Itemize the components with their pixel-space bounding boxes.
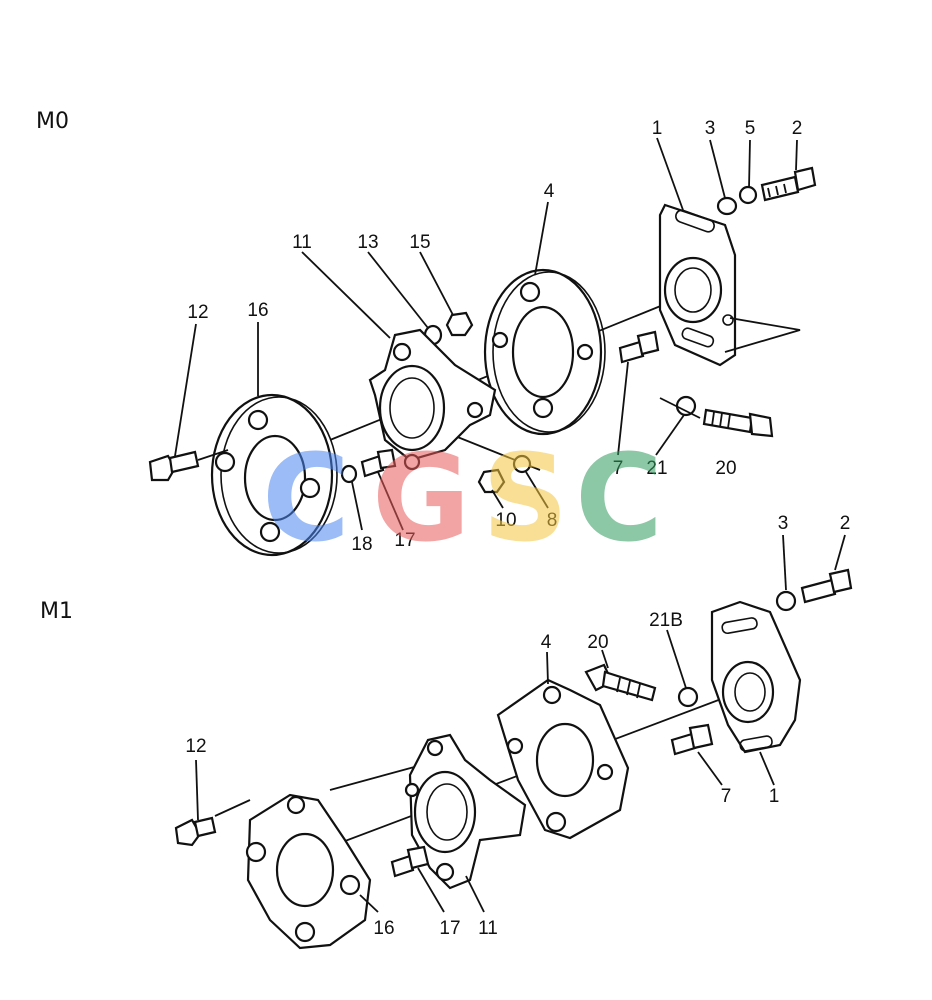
m1-callout-11: 11: [478, 918, 498, 939]
m0-callout-5: 5: [745, 118, 756, 139]
m0-part-3-washer: [716, 196, 738, 216]
m0-callout-7: 7: [613, 458, 624, 479]
m0-callout-21: 21: [646, 458, 667, 479]
m1-callout-2: 2: [840, 513, 851, 534]
m1-part-12-bolt: [174, 816, 217, 847]
m0-part-1-bracket: [658, 203, 801, 367]
m1-callout-17: 17: [439, 918, 460, 939]
m1-part-7-bolt: [670, 723, 714, 756]
m0-part-8-washer: [512, 454, 532, 474]
m0-callout-16: 16: [247, 300, 268, 321]
m0-part-10-nut: [477, 468, 506, 494]
m1-part-2-bolt: [800, 568, 853, 604]
m0-callout-20: 20: [715, 458, 736, 479]
m0-callout-3: 3: [705, 118, 716, 139]
m1-callouts: 3 2 21B 20 4 12 7 1 16 17 11: [185, 513, 850, 939]
m0-callout-17: 17: [394, 530, 415, 551]
m0-part-20-bolt: [659, 397, 774, 438]
m0-leader-lines: [174, 137, 798, 531]
m1-part-11-housing: [404, 733, 527, 890]
m0-part-17-bolt: [360, 448, 397, 478]
m0-part-16-flange-plate: [210, 393, 338, 557]
m1-callout-4: 4: [541, 632, 552, 653]
m1-part-20-bolt: [584, 663, 657, 702]
m1-callout-3: 3: [778, 513, 789, 534]
m1-part-4-flange: [496, 678, 630, 840]
watermark-letter-s: S: [482, 430, 568, 569]
m0-callout-2: 2: [792, 118, 803, 139]
watermark-letter-c1: C: [262, 430, 350, 569]
m1-callout-21b: 21B: [649, 610, 683, 631]
m1-callout-7: 7: [721, 786, 732, 807]
m1-leader-lines: [195, 534, 846, 913]
section-label-m1: M1: [40, 599, 73, 624]
m0-callout-4: 4: [544, 181, 555, 202]
m0-callouts: 1 3 5 2 4 11 13 15 12 16 7 21 20 18 17 1…: [187, 118, 802, 555]
m1-assembly: [174, 534, 853, 950]
m1-part-1-bracket: [710, 600, 802, 754]
m0-callout-13: 13: [357, 232, 378, 253]
m0-part-5-washer: [738, 185, 758, 205]
m1-part-17-bolt: [390, 845, 430, 878]
m0-callout-12: 12: [187, 302, 208, 323]
section-label-m0: M0: [36, 109, 69, 134]
watermark-letter-c2: C: [575, 430, 663, 569]
cgsc-watermark: C G S C: [262, 430, 663, 569]
m0-part-11-housing: [368, 328, 497, 471]
m0-assembly: [148, 137, 817, 557]
m1-part-21b-washer: [677, 686, 699, 708]
m1-callout-20: 20: [587, 632, 608, 653]
m0-part-18-washer: [340, 464, 358, 484]
m1-part-3-washer: [775, 590, 797, 612]
watermark-letter-g: G: [372, 430, 471, 569]
m1-callout-16: 16: [373, 918, 394, 939]
m0-part-2-bolt: [760, 166, 817, 202]
m0-part-12-bolt: [148, 449, 229, 482]
m0-callout-10: 10: [495, 510, 516, 531]
m0-part-4-flange-ring: [483, 268, 606, 436]
m0-part-15-nut: [445, 311, 474, 337]
m0-callout-15: 15: [409, 232, 430, 253]
m1-part-16-plate: [245, 793, 372, 950]
m1-callout-1: 1: [769, 786, 780, 807]
m0-part-21-washer: [675, 395, 697, 417]
m0-callout-1: 1: [652, 118, 663, 139]
m0-callout-8: 8: [547, 510, 558, 531]
m0-part-7-bolt: [618, 330, 660, 364]
m1-axis-left: [214, 799, 251, 817]
m1-callout-12: 12: [185, 736, 206, 757]
m0-callout-11: 11: [292, 232, 312, 253]
m0-callout-18: 18: [351, 534, 372, 555]
